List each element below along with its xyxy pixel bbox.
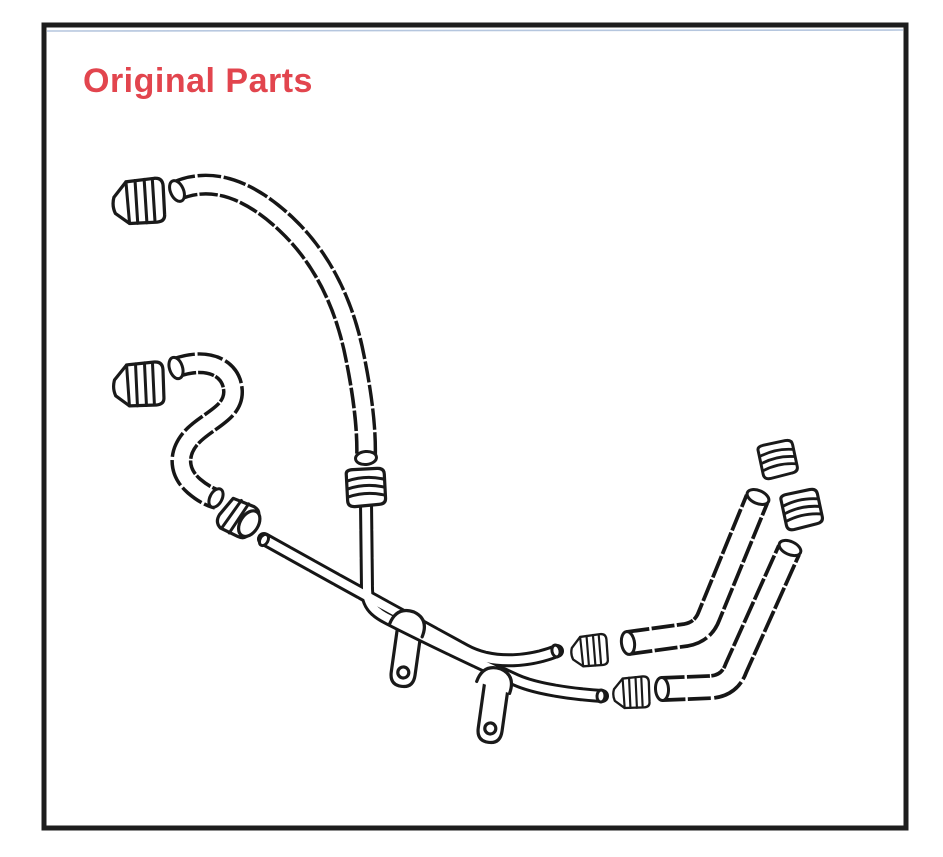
scan-artifact-line [46,29,904,32]
pipe-upper-inlet-mouth [257,532,271,548]
s-curve-hose [170,352,244,510]
page-title: Original Parts [83,62,313,100]
diagram-frame [41,22,909,831]
ribbed-cap-upper-right [755,437,801,482]
elbow-upper-left-mouth [619,630,637,656]
long-curved-hose [171,173,378,458]
s-hose-mouth [167,355,185,381]
long-hose-mouth [168,179,186,203]
clamp-at-pipe-inlet [215,496,262,540]
long-curved-hose-body [172,177,374,458]
pipe-lower-outlet-mouth [595,688,607,704]
ribbed-coupler [344,466,388,509]
elbow-upper-top-mouth [745,488,771,506]
pipe-upper-outlet-mouth [550,643,562,659]
long-hose-lower-mouth [354,449,378,467]
s-hose-lower-mouth [207,487,225,509]
s-curve-hose-body [172,355,241,507]
elbow-hose-lower-body [661,546,798,699]
clamp-at-pipe-inlet-ring [236,509,262,539]
elbow-hose-lower [661,544,801,702]
elbow-lower-left-mouth [653,676,671,702]
elbow-hose-upper-body [626,495,766,653]
elbow-lower-top-mouth [777,538,803,558]
hose-open-ends [167,179,803,704]
rigid-pipe-lower-body [362,499,606,700]
elbow-hose-upper [626,494,770,656]
clamp-at-pipe-inlet-hatch-2 [227,502,251,535]
clamp-at-pipe-inlet-hatch-1 [220,498,243,530]
parts-drawing [109,173,826,746]
ribbed-cap-lower-right [778,486,826,533]
rigid-pipe-upper-body [260,535,561,665]
